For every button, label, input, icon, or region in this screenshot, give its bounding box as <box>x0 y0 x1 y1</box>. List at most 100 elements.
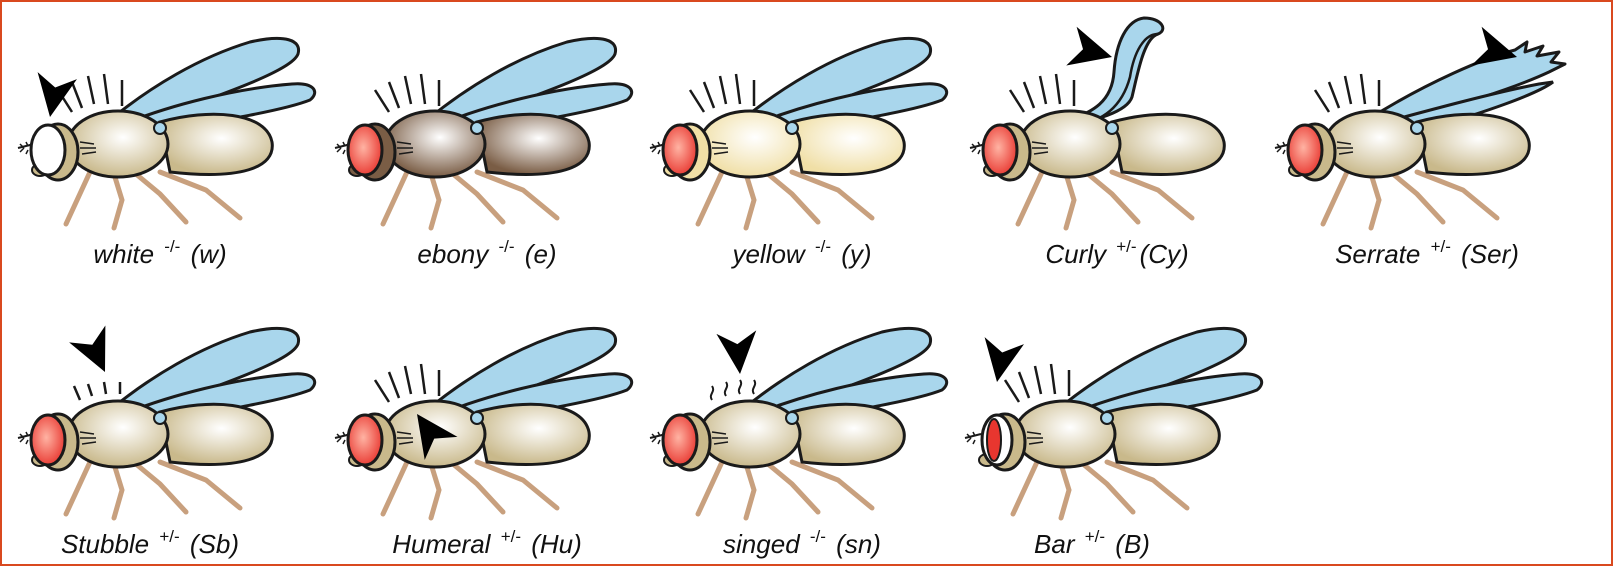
haltere <box>1106 122 1118 134</box>
fly-singed-illustration <box>642 302 962 532</box>
caption-ebony-genotype: -/- <box>499 237 515 256</box>
caption-stubble: Stubble +/- (Sb) <box>0 527 310 560</box>
thorax <box>1325 111 1425 177</box>
eye <box>663 415 697 465</box>
caption-humeral-symbol: (Hu) <box>531 529 582 559</box>
fly-white-illustration <box>10 12 330 242</box>
bristles <box>375 364 439 402</box>
caption-curly-name: Curly <box>1045 239 1106 269</box>
legs <box>698 172 872 228</box>
legs <box>1018 172 1192 228</box>
eye <box>1288 125 1322 175</box>
abdomen <box>1112 114 1224 174</box>
caption-white-symbol: (w) <box>191 239 227 269</box>
caption-yellow: yellow -/- (y) <box>642 237 962 270</box>
caption-ebony-symbol: (e) <box>525 239 557 269</box>
haltere <box>1101 412 1113 424</box>
caption-humeral-genotype: +/- <box>501 527 521 546</box>
eye <box>31 415 65 465</box>
abdomen <box>1107 404 1219 464</box>
caption-curly: Curly +/-(Cy) <box>957 237 1277 270</box>
caption-bar-name: Bar <box>1034 529 1074 559</box>
caption-yellow-genotype: -/- <box>815 237 831 256</box>
caption-white: white -/- (w) <box>0 237 320 270</box>
caption-stubble-genotype: +/- <box>159 527 179 546</box>
arrowhead-marker <box>1066 27 1117 77</box>
eye <box>663 125 697 175</box>
eye <box>31 125 65 175</box>
thorax <box>68 401 168 467</box>
haltere <box>1411 122 1423 134</box>
haltere <box>154 122 166 134</box>
caption-serrate-name: Serrate <box>1335 239 1420 269</box>
fly-yellow-illustration <box>642 12 962 242</box>
bristles <box>1010 74 1074 112</box>
bristles <box>375 74 439 112</box>
caption-humeral-name: Humeral <box>392 529 490 559</box>
abdomen <box>792 114 904 174</box>
legs <box>66 462 240 518</box>
legs <box>1323 172 1497 228</box>
arrowhead-marker <box>30 72 77 120</box>
fly-serrate-illustration <box>1267 12 1587 242</box>
thorax <box>700 401 800 467</box>
panel-yellow: yellow -/- (y) <box>642 12 962 272</box>
abdomen <box>160 404 272 464</box>
caption-bar: Bar +/- (B) <box>932 527 1252 560</box>
bristles <box>58 74 122 112</box>
haltere <box>786 122 798 134</box>
abdomen <box>477 404 589 464</box>
abdomen <box>477 114 589 174</box>
panel-stubble: Stubble +/- (Sb) <box>10 302 330 562</box>
caption-yellow-name: yellow <box>732 239 804 269</box>
fly-stubble-illustration <box>10 302 330 532</box>
thorax <box>1015 401 1115 467</box>
legs <box>66 172 240 228</box>
caption-serrate-symbol: (Ser) <box>1461 239 1519 269</box>
panel-serrate: Serrate +/- (Ser) <box>1267 12 1587 272</box>
caption-serrate: Serrate +/- (Ser) <box>1267 237 1587 270</box>
caption-white-genotype: -/- <box>164 237 180 256</box>
eye <box>983 125 1017 175</box>
haltere <box>786 412 798 424</box>
caption-white-name: white <box>93 239 154 269</box>
fly-humeral-illustration <box>327 302 647 532</box>
abdomen <box>1417 114 1529 174</box>
haltere <box>471 412 483 424</box>
caption-yellow-symbol: (y) <box>841 239 871 269</box>
caption-stubble-name: Stubble <box>61 529 149 559</box>
panel-singed: singed -/- (sn) <box>642 302 962 562</box>
caption-bar-genotype: +/- <box>1085 527 1105 546</box>
caption-singed: singed -/- (sn) <box>642 527 962 560</box>
caption-singed-name: singed <box>723 529 800 559</box>
fly-bar-illustration <box>957 302 1277 532</box>
caption-curly-genotype: +/- <box>1116 237 1136 256</box>
legs <box>383 172 557 228</box>
caption-ebony: ebony -/- (e) <box>327 237 647 270</box>
panel-humeral: Humeral +/- (Hu) <box>327 302 647 562</box>
arrowhead-marker <box>69 325 123 380</box>
legs <box>1013 462 1187 518</box>
abdomen <box>160 114 272 174</box>
caption-bar-symbol: (B) <box>1115 529 1150 559</box>
panel-bar: Bar +/- (B) <box>957 302 1277 562</box>
panel-ebony: ebony -/- (e) <box>327 12 647 272</box>
bristles <box>1315 74 1379 112</box>
caption-curly-symbol: (Cy) <box>1140 239 1189 269</box>
arrowhead-marker <box>716 330 760 375</box>
caption-singed-genotype: -/- <box>810 527 826 546</box>
bristles <box>1005 364 1069 402</box>
thorax <box>385 111 485 177</box>
caption-humeral: Humeral +/- (Hu) <box>327 527 647 560</box>
caption-serrate-genotype: +/- <box>1431 237 1451 256</box>
caption-stubble-symbol: (Sb) <box>190 529 239 559</box>
haltere <box>154 412 166 424</box>
stubble-bristles <box>74 382 120 400</box>
bristles <box>690 74 754 112</box>
thorax <box>1020 111 1120 177</box>
abdomen <box>792 404 904 464</box>
thorax <box>700 111 800 177</box>
thorax <box>68 111 168 177</box>
legs <box>383 462 557 518</box>
